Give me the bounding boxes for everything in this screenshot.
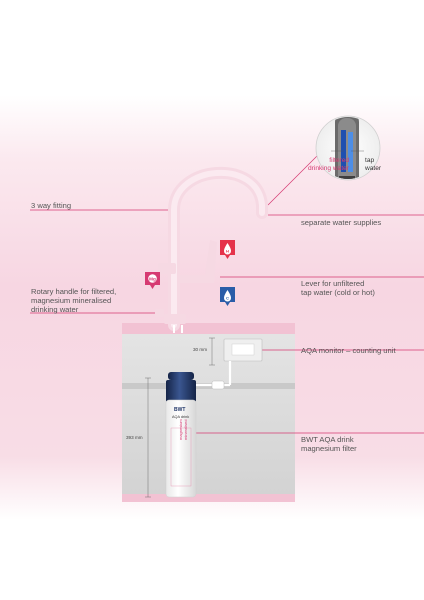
filter-brand: BWT <box>174 407 186 413</box>
inset-label-filtered: filtered drinking water <box>308 157 349 172</box>
faucet-base <box>164 314 186 324</box>
cold-water-badge-label: C <box>226 296 229 301</box>
label-rotary-handle: Rotary handle for filtered, magnesium mi… <box>31 287 116 314</box>
inset-filtered-line-1: filtered <box>329 157 350 164</box>
filter-product-line-2: mineralised <box>183 419 188 440</box>
rotary-handle[interactable] <box>158 263 176 274</box>
label-rotary-line-2: magnesium mineralised <box>31 296 112 305</box>
inset-label-tap: tap water <box>365 157 381 172</box>
filter-model: AQA drink <box>172 415 190 419</box>
supply-hose <box>173 325 183 333</box>
dimension-filter-label: 393 mm <box>126 435 143 440</box>
inset-pointer <box>267 154 319 206</box>
inset-filtered-line-2: drinking water <box>308 164 350 172</box>
cold-water-badge <box>220 287 235 306</box>
label-separate-water-supplies: separate water supplies <box>301 218 382 227</box>
label-lever-line-2: tap water (cold or hot) <box>301 288 375 297</box>
label-bwt-line-1: BWT AQA drink <box>301 435 354 444</box>
countertop <box>122 323 295 334</box>
label-bwt-line-2: magnesium filter <box>301 444 357 453</box>
label-rotary-line-3: drinking water <box>31 305 79 314</box>
dimension-top-label: 30 mm <box>193 347 208 352</box>
label-aqa-monitor: AQA monitor – counting unit <box>301 346 396 355</box>
inset-tap-line-1: tap <box>365 157 375 164</box>
cabinet-floor <box>122 494 295 502</box>
inset-tap-line-2: water <box>365 164 382 172</box>
filter-product-text: magnesium mineralised <box>178 419 188 440</box>
hose-connector <box>211 380 225 390</box>
bwt-filter <box>165 372 197 498</box>
label-lever: Lever for unfiltered tap water (cold or … <box>301 279 375 297</box>
hot-water-badge <box>220 240 235 259</box>
label-bwt-filter: BWT AQA drink magnesium filter <box>301 435 357 453</box>
label-rotary-line-1: Rotary handle for filtered, <box>31 287 117 296</box>
aqa-monitor-screen <box>231 343 255 356</box>
magnesium-badge <box>145 272 160 289</box>
rotary-handle-nub[interactable] <box>155 309 164 317</box>
hot-water-badge-label: H <box>226 249 229 254</box>
magnesium-badge-label: Mg <box>149 276 156 281</box>
inset-zoom <box>315 115 381 181</box>
label-lever-line-1: Lever for unfiltered <box>301 279 365 288</box>
label-3-way-fitting: 3 way fitting <box>31 201 72 210</box>
under-sink-cabinet <box>122 334 295 494</box>
lever[interactable] <box>180 240 217 283</box>
faucet <box>168 167 268 331</box>
